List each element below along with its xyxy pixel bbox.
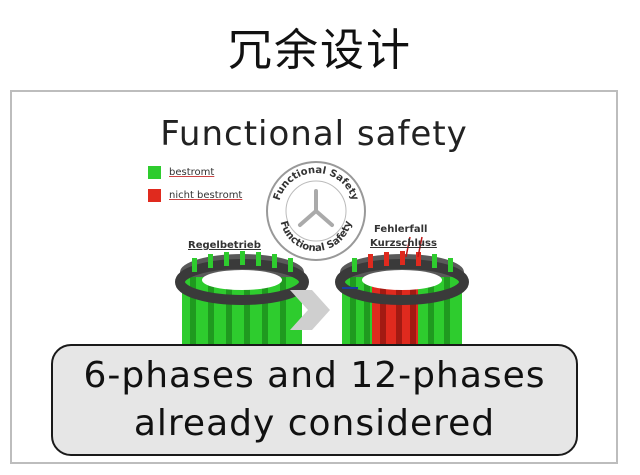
callout-line-2: already considered <box>133 403 496 444</box>
slide-heading: Functional safety <box>160 114 468 154</box>
motor-diagram <box>175 236 469 347</box>
label-fault: Fehlerfall <box>374 224 428 235</box>
legend-swatch-green <box>148 165 161 179</box>
page-title: 冗余设计 <box>228 25 412 76</box>
stator-normal <box>175 251 309 347</box>
legend-item: nicht bestromt <box>148 185 242 205</box>
legend: bestromt nicht bestromt <box>148 162 242 208</box>
legend-label: bestromt <box>169 166 215 178</box>
legend-label: nicht bestromt <box>169 189 243 201</box>
callout-line-1: 6-phases and 12-phases <box>83 355 546 396</box>
legend-item: bestromt <box>148 162 242 182</box>
seal-emblem <box>298 189 334 227</box>
transition-arrow <box>290 290 330 330</box>
callout-box: 6-phases and 12-phases already considere… <box>51 344 578 456</box>
legend-swatch-red <box>148 188 161 202</box>
label-short-circuit: Kurzschluss <box>370 238 437 249</box>
label-normal-operation: Regelbetrieb <box>188 240 261 251</box>
functional-safety-seal: Functional Safety Functional Safety <box>266 161 366 261</box>
stator-fault <box>335 236 469 347</box>
slide-frame: Functional safety bestromt nicht bestrom… <box>10 90 618 464</box>
